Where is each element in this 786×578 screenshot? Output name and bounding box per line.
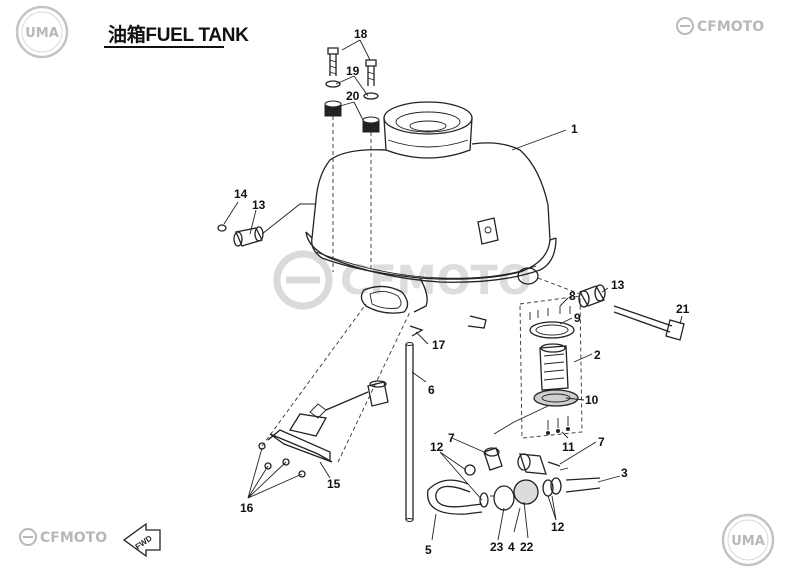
callout-2: 2 [594,348,601,362]
forward-arrow-icon: FWD [122,522,161,558]
callout-19: 19 [346,64,360,78]
callout-21: 21 [676,302,690,316]
callout-15: 15 [327,477,341,491]
callout-13b: 13 [611,278,625,292]
sender-alignment-lines [261,303,411,463]
vent-hose [405,342,414,522]
cfmoto-logo-top-right: CFMOTO [676,17,764,35]
callout-7a: 7 [448,431,455,445]
callout-9: 9 [574,311,581,325]
callout-4: 4 [508,540,515,554]
callout-6: 6 [428,383,435,397]
clamp-right [542,477,562,497]
sleeve-right-alignment [537,277,581,295]
uma-logo-top-left: UMA [15,5,69,59]
fuel-tank-body [305,101,557,329]
mounting-bolt-right [365,59,377,86]
sender-screws [258,442,306,478]
brand-bottom-left-text: CFMOTO [40,530,107,546]
callout-5: 5 [425,543,432,557]
brand-top-right-text: CFMOTO [697,19,764,35]
watermark-text: CFMOTO [340,258,532,304]
washer-right [363,92,379,100]
long-bolt [613,305,685,341]
callout-8: 8 [569,289,576,303]
washer-left [325,80,341,88]
grommet-left [324,100,342,117]
page-title: 油箱FUEL TANK [108,25,249,46]
callout-12b: 12 [551,520,565,534]
callout-18: 18 [354,27,368,41]
cfmoto-logo-bottom-left: CFMOTO [19,528,107,546]
uma-logo-bottom-right: UMA [721,513,775,567]
fuel-filter [490,485,515,511]
callout-3: 3 [621,466,628,480]
clamp-left-bottom [479,492,489,508]
fitting-left [483,405,549,471]
sleeve-right [578,284,606,308]
fitting-right [517,453,561,475]
callout-12a: 12 [430,440,444,454]
callout-7b: 7 [598,435,605,449]
clip [409,325,424,337]
clamp-left-top [464,464,476,476]
fuel-level-sender [267,380,389,463]
mounting-bolt-left [327,47,339,76]
callout-23: 23 [490,540,504,554]
callout-14: 14 [234,187,248,201]
brand-bottom-right-text: UMA [731,534,765,549]
cfmoto-watermark: CFMOTO [273,250,532,310]
callout-16: 16 [240,501,254,515]
callout-20: 20 [346,89,360,103]
fuel-hose-right [559,467,601,493]
callout-10: 10 [585,393,599,407]
brand-top-left-text: UMA [25,26,59,41]
callout-17: 17 [432,338,446,352]
leader-lines [223,39,683,541]
callout-13a: 13 [252,198,266,212]
sleeve-to-tank-line [261,203,316,235]
sleeve-left [233,226,264,247]
title-underline [104,46,224,48]
fuel-hose-left [427,479,483,515]
callout-1: 1 [571,122,578,136]
grommet-right [362,116,380,133]
nut-left [217,224,227,232]
callout-labels: 1 2 3 4 5 6 7 7 8 9 10 11 12 12 13 13 14… [234,27,690,557]
fuel-pump-assembly [519,295,583,439]
callout-22: 22 [520,540,534,554]
callout-11: 11 [562,440,575,454]
filter-cup [513,479,539,505]
